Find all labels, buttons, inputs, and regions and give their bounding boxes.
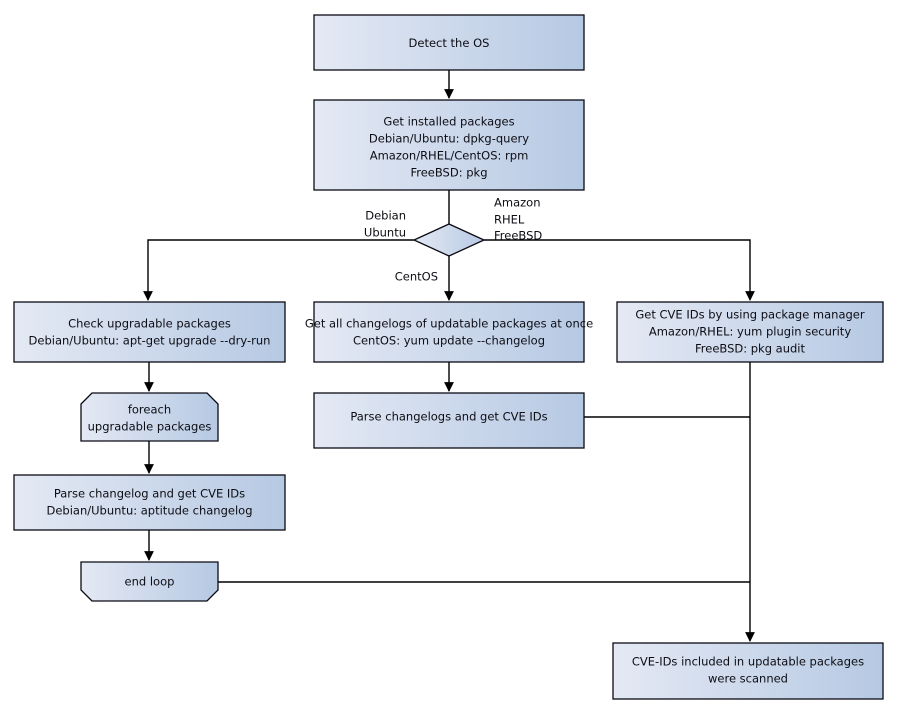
- get-cve-pkg-manager-line-0: Get CVE IDs by using package manager: [635, 308, 865, 322]
- edge-label-centos: CentOS: [395, 270, 438, 284]
- parse-changelogs-multi-shape[interactable]: [313, 392, 585, 449]
- get-all-changelogs-line-1: CentOS: yum update --changelog: [353, 334, 545, 348]
- os-decision-shape[interactable]: [412, 223, 486, 257]
- node-parse-changelog-single[interactable]: Parse changelog and get CVE IDs Debian/U…: [13, 474, 286, 531]
- node-end-loop[interactable]: end loop: [80, 561, 219, 602]
- get-installed-packages-shape[interactable]: [313, 99, 585, 191]
- get-installed-packages-line-1: Debian/Ubuntu: dpkg-query: [369, 132, 529, 146]
- get-installed-packages-line-3: FreeBSD: pkg: [410, 166, 487, 180]
- detect-os-line-0: Detect the OS: [409, 36, 490, 50]
- parse-changelog-single-line-0: Parse changelog and get CVE IDs: [54, 487, 245, 501]
- end-loop-line-0: end loop: [125, 575, 175, 589]
- scan-complete-line-0: CVE-IDs included in updatable packages: [632, 655, 864, 669]
- get-installed-packages-line-0: Get installed packages: [383, 115, 514, 129]
- branch-amazon-line-2: FreeBSD: [494, 229, 542, 243]
- get-cve-pkg-manager-shape[interactable]: [616, 301, 884, 363]
- scan-complete-shape[interactable]: [612, 642, 884, 700]
- connectors: [143, 70, 755, 642]
- branch-centos-line-0: CentOS: [395, 270, 438, 284]
- check-upgradable-line-0: Check upgradable packages: [68, 317, 231, 331]
- edge-decision-left: [143, 239, 414, 301]
- edge-label-amazon-rhel-freebsd: Amazon RHEL FreeBSD: [494, 196, 542, 243]
- get-installed-packages-line-2: Amazon/RHEL/CentOS: rpm: [370, 149, 529, 163]
- parse-changelog-single-shape[interactable]: [13, 474, 286, 531]
- edge-decision-right: [484, 239, 755, 301]
- node-os-decision[interactable]: [412, 223, 486, 257]
- branch-amazon-line-0: Amazon: [494, 196, 540, 210]
- detect-os-shape[interactable]: [313, 14, 585, 71]
- get-cve-pkg-manager-line-2: FreeBSD: pkg audit: [695, 342, 806, 356]
- get-all-changelogs-shape[interactable]: [313, 301, 585, 363]
- foreach-loop-start-shape[interactable]: [80, 392, 219, 442]
- get-cve-pkg-manager-line-1: Amazon/RHEL: yum plugin security: [649, 325, 851, 339]
- branch-amazon-line-1: RHEL: [494, 213, 525, 227]
- node-get-installed-packages[interactable]: Get installed packages Debian/Ubuntu: dp…: [313, 99, 585, 191]
- edge-label-debian-ubuntu: Debian Ubuntu: [364, 209, 406, 240]
- node-get-cve-pkg-manager[interactable]: Get CVE IDs by using package manager Ama…: [616, 301, 884, 363]
- node-detect-os[interactable]: Detect the OS: [313, 14, 585, 71]
- check-upgradable-line-1: Debian/Ubuntu: apt-get upgrade --dry-run: [29, 334, 271, 348]
- scan-complete-line-1: were scanned: [708, 672, 788, 686]
- node-foreach-loop-start[interactable]: foreach upgradable packages: [80, 392, 219, 442]
- branch-debian-line-0: Debian: [365, 209, 406, 223]
- node-scan-complete[interactable]: CVE-IDs included in updatable packages w…: [612, 642, 884, 700]
- parse-changelogs-multi-line-0: Parse changelogs and get CVE IDs: [350, 410, 547, 424]
- parse-changelog-single-line-1: Debian/Ubuntu: aptitude changelog: [47, 504, 253, 518]
- branch-debian-line-1: Ubuntu: [364, 226, 406, 240]
- node-parse-changelogs-multi[interactable]: Parse changelogs and get CVE IDs: [313, 392, 585, 449]
- foreach-line-0: foreach: [128, 403, 171, 417]
- end-loop-shape[interactable]: [80, 561, 219, 602]
- node-check-upgradable[interactable]: Check upgradable packages Debian/Ubuntu:…: [13, 301, 286, 363]
- check-upgradable-shape[interactable]: [13, 301, 286, 363]
- node-get-all-changelogs[interactable]: Get all changelogs of updatable packages…: [305, 301, 593, 363]
- get-all-changelogs-line-0: Get all changelogs of updatable packages…: [305, 317, 593, 331]
- foreach-line-1: upgradable packages: [88, 420, 212, 434]
